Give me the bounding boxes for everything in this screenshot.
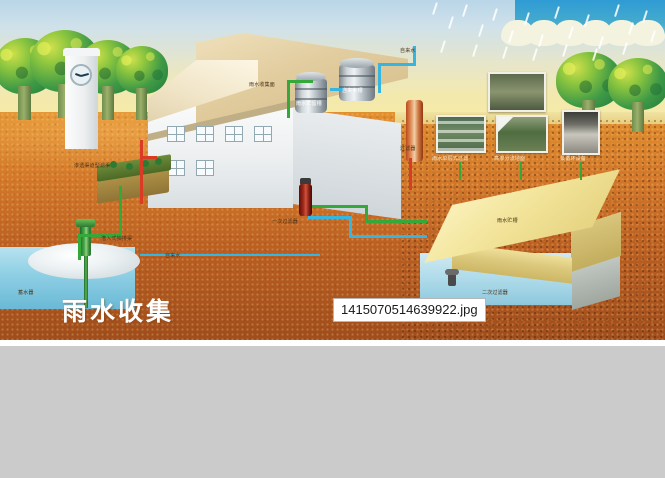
window bbox=[196, 126, 214, 142]
tap-water-roof-tank bbox=[339, 63, 375, 101]
pump-riser-pipe bbox=[84, 256, 88, 308]
window bbox=[196, 160, 214, 176]
label-tap-water-line: 自来水 bbox=[165, 253, 181, 259]
window bbox=[167, 126, 185, 142]
pipe-blue-filter-drop bbox=[349, 216, 352, 238]
cloud-scallop bbox=[501, 20, 665, 46]
filename-tooltip: 1415070514639922.jpg bbox=[333, 298, 486, 322]
pipe-blue-roof-right bbox=[378, 63, 381, 93]
illustration-overlay-title: 雨水收集 bbox=[62, 297, 175, 326]
label-reservoir: 蓄水器 bbox=[18, 290, 34, 296]
pipe-green-roof-top bbox=[287, 80, 313, 83]
planter-plant bbox=[142, 160, 149, 167]
label-secondary-filter: 二次过滤器 bbox=[482, 290, 509, 296]
band-top-rule bbox=[0, 344, 665, 346]
label-filtration-unit: 过滤器 bbox=[400, 146, 416, 152]
pipe-blue-tapwater-in bbox=[413, 46, 416, 66]
planter-plant bbox=[110, 161, 117, 168]
pipe-green-planter-riser bbox=[119, 186, 122, 237]
primary-filter-cap bbox=[300, 178, 311, 185]
pipe-red-wall-riser bbox=[140, 140, 143, 204]
pipe-blue-filter-run bbox=[308, 216, 352, 219]
window bbox=[225, 126, 243, 142]
primary-filter-unit bbox=[299, 184, 312, 216]
planter-plant bbox=[126, 163, 133, 170]
rainwater-system-illustration: 雨水收集面 雨水贮留槽 自来水槽 自来水 渗透渠道型滤渠 一次过滤器 潜入式抽排… bbox=[0, 0, 665, 340]
label-submersible-pump: 潜入式抽排渠 bbox=[101, 236, 133, 242]
photo-green-roof bbox=[488, 72, 546, 112]
label-primary-filter: 一次过滤器 bbox=[272, 219, 299, 225]
pipe-red-plant-feed bbox=[143, 156, 157, 159]
label-tap-water-supply: 自来水 bbox=[400, 48, 416, 54]
label-rainwater-storage-tank-roof: 雨水贮留槽 bbox=[296, 101, 323, 107]
clock-tower-cap bbox=[63, 48, 100, 56]
tree-right-2 bbox=[608, 58, 665, 132]
photo-leader-1 bbox=[459, 162, 461, 180]
photo-filter-media bbox=[436, 115, 486, 153]
pipe-green-underground-main bbox=[78, 234, 81, 260]
photo-pump-room bbox=[562, 110, 600, 155]
photo-label-permeable-paving: 高渗分流地面 bbox=[494, 156, 526, 162]
pipe-green-roof-down bbox=[287, 80, 290, 118]
caption-band: About Rainwater Harvesting System 雨水收集系统 bbox=[0, 344, 665, 478]
label-rainwater-storage-basin: 雨水贮槽 bbox=[497, 218, 518, 224]
pipe-green-to-house bbox=[78, 234, 120, 237]
label-permeable-planter: 渗透渠道型滤渠 bbox=[74, 163, 111, 169]
submersible-pump-head bbox=[76, 219, 95, 227]
photo-permeable-paving bbox=[496, 115, 548, 153]
pipe-blue-tank-link bbox=[330, 88, 344, 91]
vertical-filter-cylinder bbox=[406, 100, 423, 162]
pipe-blue-roof-top bbox=[378, 63, 416, 66]
photo-leader-2 bbox=[520, 162, 522, 180]
secondary-filter-head bbox=[445, 269, 459, 275]
window bbox=[254, 126, 272, 142]
label-rainwater-collection-surface: 雨水收集面 bbox=[249, 82, 276, 88]
submersible-pump-body bbox=[80, 224, 91, 256]
photo-leader-3 bbox=[580, 162, 582, 180]
tree-left-4 bbox=[116, 46, 168, 120]
pipe-red-down-right bbox=[409, 158, 412, 190]
rainwater-roof-tank-lid bbox=[296, 72, 326, 81]
photo-label-filter-media: 雨水单层式过滤 bbox=[432, 156, 469, 162]
label-tap-water-tank: 自来水槽 bbox=[342, 88, 363, 94]
tap-water-roof-tank-lid bbox=[340, 58, 374, 68]
photo-label-pump-room: 泵循环设备 bbox=[560, 156, 587, 162]
pipe-green-filter-run bbox=[312, 205, 368, 208]
secondary-filter-body bbox=[448, 274, 456, 286]
clock-face-icon bbox=[70, 64, 92, 86]
pipe-green-to-basin bbox=[365, 220, 427, 223]
pipe-blue-tapwater-underground bbox=[140, 254, 320, 256]
planter-plant bbox=[155, 158, 162, 165]
pipe-green-filter-drop bbox=[365, 205, 368, 223]
pipe-blue-to-basin bbox=[349, 235, 427, 238]
